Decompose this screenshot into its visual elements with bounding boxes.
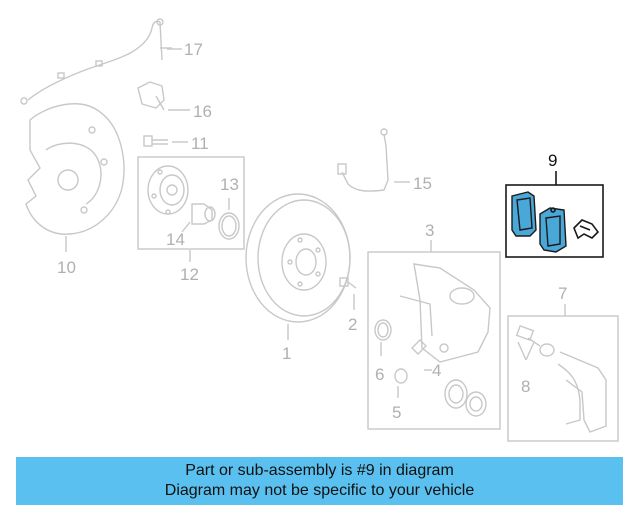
part-14-axle-nut[interactable] xyxy=(181,203,216,233)
part-13-cap[interactable] xyxy=(218,198,240,240)
part-1-brake-disc[interactable] xyxy=(245,193,351,340)
part-5-cap[interactable] xyxy=(394,368,408,398)
label-16: 16 xyxy=(193,102,212,121)
label-10: 10 xyxy=(57,258,76,277)
banner-line-2: Diagram may not be specific to your vehi… xyxy=(164,482,475,499)
label-14: 14 xyxy=(166,230,185,249)
parts-diagram: 17 16 11 10 13 xyxy=(20,18,619,442)
label-3: 3 xyxy=(425,221,434,240)
label-15: 15 xyxy=(413,174,432,193)
info-banner: Part or sub-assembly is #9 in diagram Di… xyxy=(16,457,623,505)
label-13: 13 xyxy=(220,175,239,194)
part-17-sensor-cable[interactable] xyxy=(20,18,182,105)
part-15-brake-hose[interactable] xyxy=(337,128,410,192)
label-11: 11 xyxy=(191,134,209,153)
part-7-carrier[interactable] xyxy=(557,351,607,433)
label-2: 2 xyxy=(348,315,357,334)
part-3-seals[interactable] xyxy=(444,379,487,417)
part-12-hub-box[interactable] xyxy=(137,156,245,250)
part-8-guide-pins[interactable] xyxy=(515,325,555,361)
part-11-bolt[interactable] xyxy=(143,135,188,147)
part-10-backing-plate[interactable] xyxy=(25,103,125,252)
part-7-carrier-box[interactable] xyxy=(507,315,619,442)
label-7: 7 xyxy=(558,284,567,303)
label-5: 5 xyxy=(392,403,401,422)
part-3-caliper[interactable] xyxy=(399,263,491,363)
label-17: 17 xyxy=(184,40,203,59)
label-1: 1 xyxy=(282,344,291,363)
part-4-bleeder[interactable] xyxy=(411,339,432,371)
label-4: 4 xyxy=(432,361,441,380)
part-9-brake-pad-box[interactable] xyxy=(505,184,604,258)
part-12-hub[interactable] xyxy=(147,165,189,215)
part-9-brake-pads[interactable] xyxy=(511,191,600,253)
part-3-caliper-box[interactable] xyxy=(367,251,501,430)
label-12: 12 xyxy=(180,265,199,284)
label-8: 8 xyxy=(521,377,530,396)
part-2-screw[interactable] xyxy=(339,277,357,310)
banner-line-1: Part or sub-assembly is #9 in diagram xyxy=(185,462,454,479)
part-16-sensor[interactable] xyxy=(137,81,190,111)
label-6: 6 xyxy=(375,365,384,384)
part-6-piston-seal[interactable] xyxy=(374,319,392,356)
label-9: 9 xyxy=(548,151,557,170)
